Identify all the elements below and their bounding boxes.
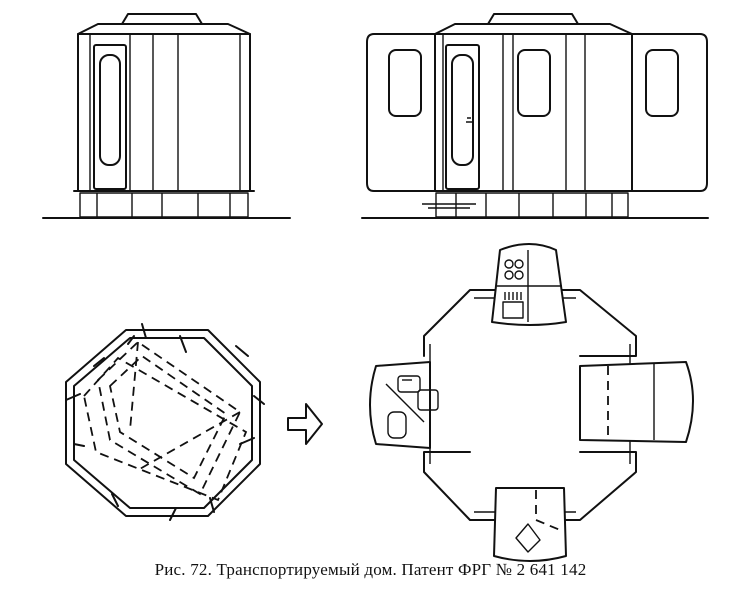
transform-arrow-icon [287,403,323,445]
folded-house-elevation [42,13,291,219]
folded-plan [65,323,265,521]
figure-caption: Рис. 72. Транспортируемый дом. Патент ФР… [154,560,587,579]
unfolded-house-elevation [361,13,709,219]
unfolded-plan [369,243,694,562]
